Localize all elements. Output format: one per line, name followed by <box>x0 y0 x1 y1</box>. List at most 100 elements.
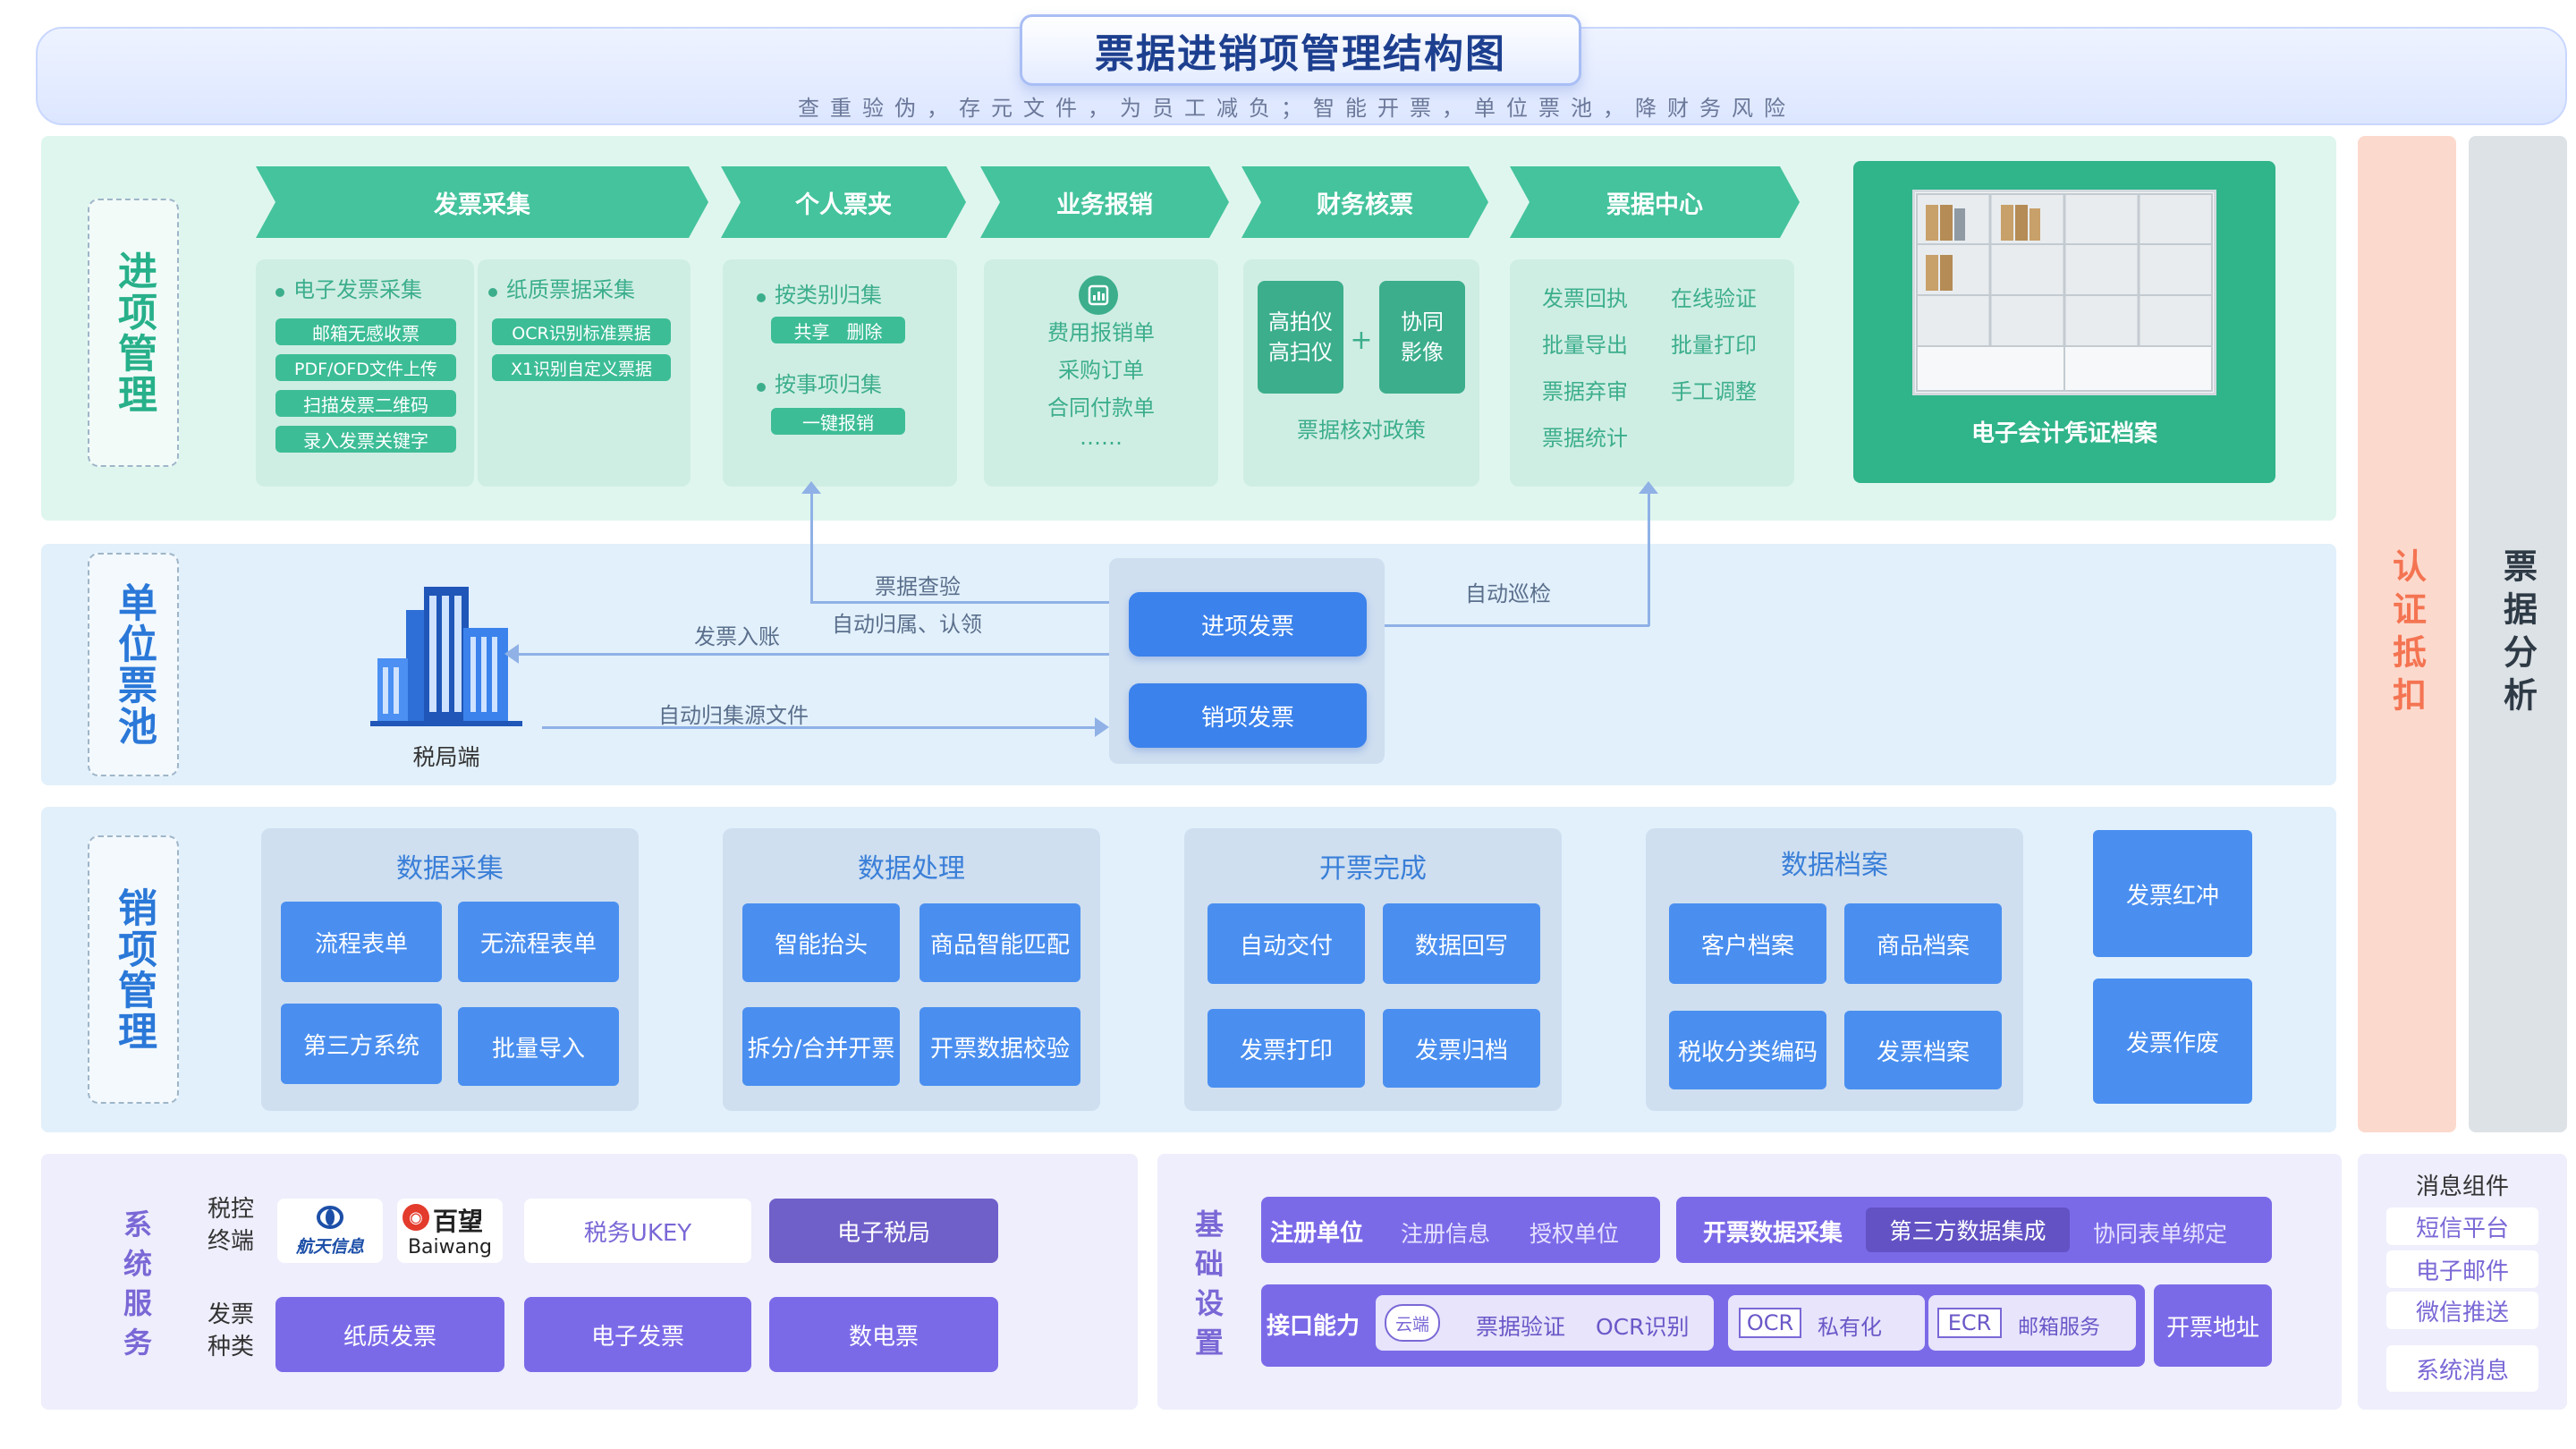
item-invoice-void: 发票作废 <box>2093 979 2252 1104</box>
group-title: 开票完成 <box>1319 853 1427 885</box>
reimb-expense: 费用报销单 <box>1047 319 1155 345</box>
label-auto-patrol: 自动巡检 <box>1465 581 1551 606</box>
item-no-flow-form: 无流程表单 <box>458 902 619 982</box>
type-digital: 数电票 <box>769 1297 998 1372</box>
api-private-group: OCR 私有化 <box>1728 1295 1925 1351</box>
arrow-head-left <box>504 644 519 664</box>
tag-email: 邮箱无感收票 <box>275 318 456 345</box>
type-electronic: 电子发票 <box>524 1297 751 1372</box>
step-finance-audit: 财务核票 <box>1241 166 1488 238</box>
item-tax-code: 税收分类编码 <box>1669 1011 1826 1089</box>
api-mail-group: ECR 邮箱服务 <box>1928 1295 2136 1351</box>
e-collect-title: 电子发票采集 <box>275 272 422 303</box>
group-data-process: 数据处理 智能抬头 商品智能匹配 拆分/合并开票 开票数据校验 <box>723 828 1100 1111</box>
in-invoice-button[interactable]: 进项发票 <box>1129 592 1367 657</box>
tag-keyword: 录入发票关键字 <box>275 426 456 453</box>
panel-e-invoice-collect: 电子发票采集 邮箱无感收票 PDF/OFD文件上传 扫描发票二维码 录入发票关键… <box>256 259 474 487</box>
form-icon <box>1079 275 1118 315</box>
ocr-box: OCR <box>1739 1308 1801 1338</box>
center-abandon: 票据弃审 <box>1542 379 1628 404</box>
center-online-verify: 在线验证 <box>1671 286 1757 311</box>
column-invoice-analysis: 票据分析 <box>2469 136 2567 1132</box>
msg-system: 系统消息 <box>2386 1345 2538 1392</box>
logo-aisino: 航天信息 <box>277 1199 383 1263</box>
tag-share-delete: 共享 删除 <box>771 317 905 343</box>
group-data-collect: 数据采集 流程表单 无流程表单 第三方系统 批量导入 <box>261 828 639 1111</box>
label-auto-source: 自动归集源文件 <box>658 703 809 728</box>
step-invoice-collect: 发票采集 <box>256 166 708 238</box>
p-collect-title: 纸质票据采集 <box>488 272 635 303</box>
arrow-entry-line <box>517 653 1109 656</box>
section-base-settings <box>1157 1154 2342 1410</box>
step-invoice-center: 票据中心 <box>1510 166 1800 238</box>
arrow-check-horizontal <box>810 601 1109 604</box>
baiwang-en: Baiwang <box>407 1235 493 1258</box>
item-data-verify: 开票数据校验 <box>919 1007 1080 1086</box>
msg-email: 电子邮件 <box>2386 1250 2538 1288</box>
item-data-writeback: 数据回写 <box>1383 903 1540 984</box>
label-system-service: 系统服务 <box>119 1209 153 1367</box>
label-tax-terminal: 税控 终端 <box>207 1196 254 1255</box>
item-invoice-red: 发票红冲 <box>2093 830 2252 957</box>
center-batch-export: 批量导出 <box>1542 333 1628 358</box>
logo-baiwang: ◉ 百望 Baiwang <box>397 1199 503 1263</box>
collect-third-party: 第三方数据集成 <box>1866 1208 2070 1252</box>
panel-finance-audit: 高拍仪 高扫仪 + 协同 影像 票据核对政策 <box>1243 259 1479 487</box>
group-invoice-done: 开票完成 自动交付 数据回写 发票打印 发票归档 <box>1184 828 1562 1111</box>
api-verify: 票据验证 <box>1476 1314 1566 1340</box>
arrow-source-line <box>542 726 1097 729</box>
aisino-text: 航天信息 <box>295 1236 364 1257</box>
audit-policy: 票据核对政策 <box>1297 417 1426 443</box>
center-statistics: 票据统计 <box>1542 426 1628 451</box>
item-customer-archive: 客户档案 <box>1669 903 1826 984</box>
item-smart-match: 商品智能匹配 <box>919 903 1080 982</box>
api-mail: 邮箱服务 <box>2018 1316 2100 1339</box>
label-base-settings: 基础设置 <box>1191 1209 1224 1367</box>
by-item-title: 按事项归集 <box>757 367 882 398</box>
cloud-icon: 云端 <box>1385 1304 1440 1342</box>
label-invoice-check: 票据查验 <box>875 574 961 599</box>
item-invoice-archive: 发票归档 <box>1383 1009 1540 1088</box>
arrow-head-up-right <box>1639 481 1658 494</box>
api-title: 接口能力 <box>1267 1313 1360 1340</box>
reimb-contract: 合同付款单 <box>1047 394 1155 420</box>
group-title: 数据档案 <box>1781 850 1888 881</box>
center-batch-print: 批量打印 <box>1671 333 1757 358</box>
api-cloud-group: 云端 票据验证 OCR识别 <box>1376 1295 1714 1351</box>
tax-bureau-label: 税局端 <box>412 744 480 770</box>
tag-one-click-reimburse: 一键报销 <box>771 408 905 435</box>
item-invoice-print: 发票打印 <box>1208 1009 1365 1088</box>
box-collab-image: 协同 影像 <box>1379 281 1465 394</box>
tax-bureau-building-icon <box>370 583 531 735</box>
plus-sign: + <box>1350 324 1373 356</box>
group-title: 数据处理 <box>858 853 965 885</box>
ecr-box: ECR <box>1937 1308 2002 1338</box>
collect-form-bind: 协同表单绑定 <box>2093 1221 2228 1247</box>
column-auth-deduction: 认证抵扣 <box>2358 136 2456 1132</box>
group-title: 数据采集 <box>396 853 504 885</box>
tag-pdf-upload: PDF/OFD文件上传 <box>275 354 456 381</box>
aisino-logo-icon <box>317 1206 343 1229</box>
msg-wechat: 微信推送 <box>2386 1292 2538 1329</box>
tag-ocr-standard: OCR识别标准票据 <box>492 318 671 345</box>
item-smart-header: 智能抬头 <box>742 903 900 982</box>
item-flow-form: 流程表单 <box>281 902 442 982</box>
row-api-capability: 接口能力 云端 票据验证 OCR识别 OCR 私有化 ECR 邮箱服务 <box>1261 1284 2145 1367</box>
step-personal-folder: 个人票夹 <box>721 166 966 238</box>
arrow-head-up-left <box>801 481 821 494</box>
tag-x1-custom: X1识别自定义票据 <box>492 354 671 381</box>
reg-authorize: 授权单位 <box>1530 1221 1620 1247</box>
collect-title: 开票数据采集 <box>1703 1220 1843 1247</box>
arrow-patrol-horizontal <box>1385 624 1649 627</box>
page-subtitle: 查重验伪，存元文件，为员工减负；智能开票，单位票池，降财务风险 <box>798 95 1796 121</box>
item-batch-import: 批量导入 <box>458 1007 619 1086</box>
row-register-unit: 注册单位 注册信息 授权单位 <box>1261 1197 1660 1263</box>
panel-paper-collect: 纸质票据采集 OCR识别标准票据 X1识别自定义票据 <box>478 259 691 487</box>
label-invoice-type: 发票 种类 <box>207 1301 254 1360</box>
group-data-archive: 数据档案 客户档案 商品档案 税收分类编码 发票档案 <box>1646 828 2023 1111</box>
panel-message-component: 消息组件 短信平台 电子邮件 微信推送 系统消息 <box>2358 1154 2567 1410</box>
arrow-head-right <box>1095 717 1109 737</box>
out-invoice-button[interactable]: 销项发票 <box>1129 683 1367 748</box>
reg-title: 注册单位 <box>1270 1220 1364 1247</box>
step-business-reimburse: 业务报销 <box>980 166 1229 238</box>
